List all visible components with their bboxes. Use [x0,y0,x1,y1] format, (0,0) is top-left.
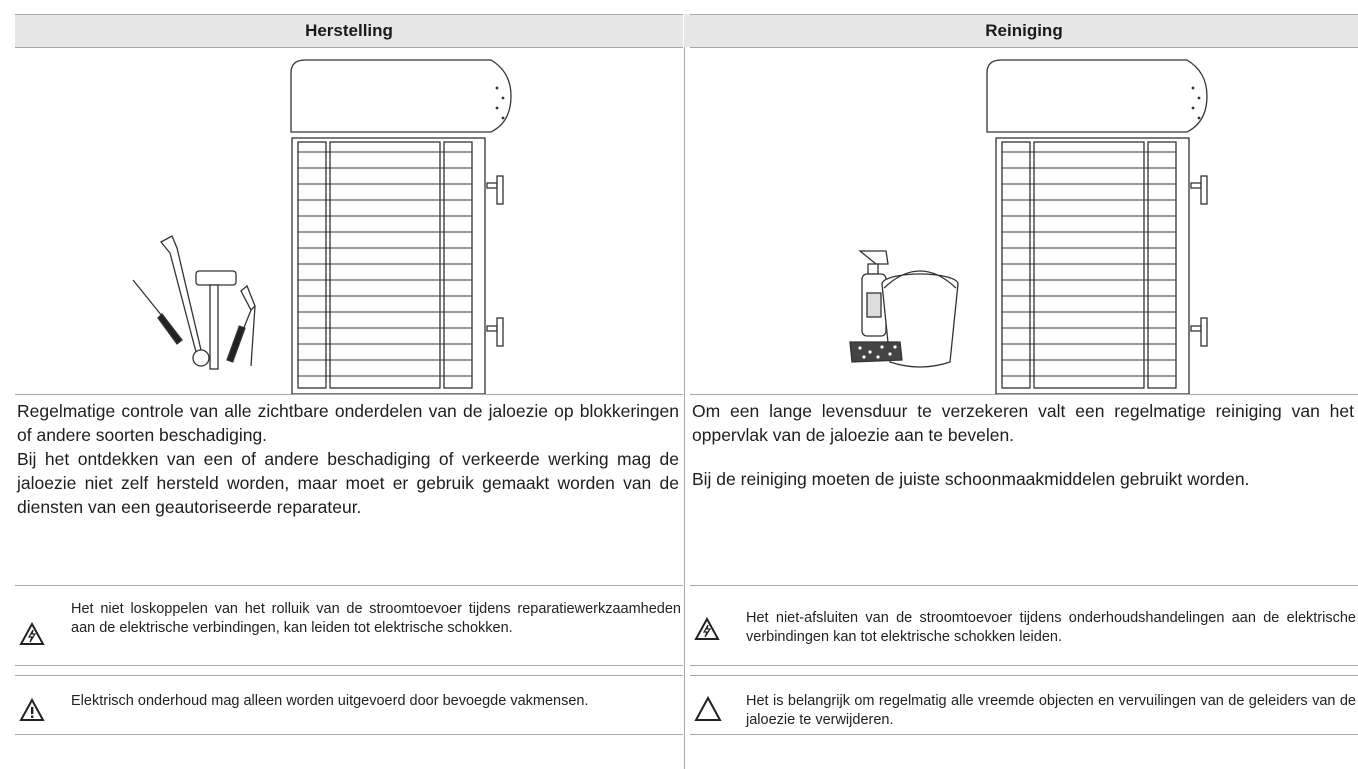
illustration-cleaning [690,48,1358,395]
repair-paragraph-2: Bij het ontdekken van een of andere besc… [17,449,679,517]
hammer-icon [195,270,237,370]
caution-triangle-icon [694,696,722,721]
column-divider [684,14,685,769]
warning-electric-text: Het niet loskoppelen van het rolluik van… [71,601,681,636]
warning-general-text: Elektrisch onderhoud mag alleen worden u… [71,693,589,709]
warning-electric-cleaning: Het niet-afsluiten van de stroomtoevoer … [690,592,1358,666]
electric-warning-icon [19,622,45,645]
warning-general-repair: Elektrisch onderhoud mag alleen worden u… [15,682,683,735]
repair-text-block: Regelmatige controle van alle zichtbare … [15,395,683,586]
cleaning-text-block: Om een lange levensduur te verzekeren va… [690,395,1358,586]
cleaning-paragraph-2: Bij de reiniging moeten de juiste schoon… [692,469,1250,489]
screwdriver-icon [132,279,183,345]
header-divider-cap [684,14,690,47]
column-header-reiniging: Reiniging [690,14,1358,48]
electric-warning-icon [694,617,720,640]
pliers-icon [226,284,256,367]
cleaning-paragraph-1: Om een lange levensduur te verzekeren va… [692,401,1354,445]
roller-shutter-icon [290,59,512,394]
warning-electric-text: Het niet-afsluiten van de stroomtoevoer … [746,610,1356,645]
repair-paragraph-1: Regelmatige controle van alle zichtbare … [17,401,679,445]
exclamation-warning-icon [19,698,45,721]
column-header-herstelling: Herstelling [15,14,683,48]
wrench-icon [160,235,210,367]
warning-general-text: Het is belangrijk om regelmatig alle vre… [746,693,1356,728]
sponge-icon [849,341,903,363]
column-reiniging: Reiniging [690,14,1358,735]
column-herstelling: Herstelling [15,14,683,735]
illustration-repair [15,48,683,395]
spray-bottle-icon [858,250,889,337]
warning-electric-repair: Het niet loskoppelen van het rolluik van… [15,592,683,666]
roller-shutter-icon [986,59,1208,394]
warning-general-cleaning: Het is belangrijk om regelmatig alle vre… [690,682,1358,735]
